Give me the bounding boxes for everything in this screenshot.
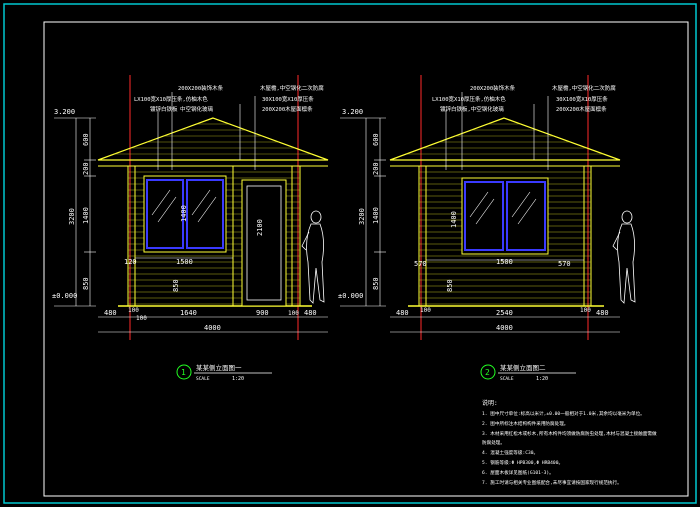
total-width: 4000 — [204, 324, 221, 332]
sill-right: 570 — [558, 260, 571, 268]
glass-hatch — [475, 198, 495, 225]
scale-label: SCALE — [500, 376, 514, 382]
scale-value: 1:20 — [536, 376, 548, 382]
glass-hatch — [517, 198, 537, 225]
total-width: 4000 — [496, 324, 513, 332]
level-top: 3.200 — [54, 108, 75, 116]
scale-label: SCALE — [196, 376, 210, 382]
door — [241, 179, 287, 307]
drawing-number: 2 — [485, 368, 490, 377]
vdim-850: 850 — [82, 277, 90, 290]
vdim-1400: 1400 — [372, 207, 380, 224]
hdim: 480 — [396, 309, 409, 317]
vdim-200: 200 — [372, 162, 380, 175]
window-glazing — [506, 181, 546, 251]
callout-right: 30X100宽X10厚压条 — [556, 95, 608, 103]
hdim: 100 — [128, 307, 139, 314]
window-glazing — [186, 179, 224, 249]
drawing-number-circle — [480, 364, 496, 380]
hdim: 480 — [596, 309, 609, 317]
note-item: 3. 木材采用红松木或杉木,所有木构件均须做防腐防虫处理,木材与混凝土接触面需做 — [482, 430, 657, 437]
roof — [389, 117, 621, 161]
window-frame — [461, 177, 549, 255]
hdim: 480 — [304, 309, 317, 317]
level-zero: ±0.000 — [52, 292, 77, 300]
sill-left: 120 — [124, 258, 137, 266]
hdim: 100 — [580, 307, 591, 314]
hdim: 900 — [256, 309, 269, 317]
glass-hatch — [191, 189, 211, 216]
callout-left: LX100宽X10厚压条,仿柚木色 — [134, 95, 208, 103]
note-item: 6. 屋面木板详见图纸(G101-3)。 — [482, 469, 554, 476]
window-width: 1500 — [176, 258, 193, 266]
hdim: 480 — [104, 309, 117, 317]
hdim: 2540 — [496, 309, 513, 317]
glass-hatch — [197, 196, 217, 223]
elevation-1: 2100 1400 1500 120 850 3.200 ±0.000 600 … — [52, 75, 329, 382]
design-notes: 说明: 1. 图中尺寸单位:标高以米计,±0.00一般相对于1.0米,其余均以毫… — [482, 399, 657, 486]
human-figure — [612, 210, 636, 304]
notes-heading: 说明: — [482, 399, 498, 407]
note-item: 5. 钢筋等级:Φ HPB300,Φ HRB400。 — [482, 459, 563, 466]
window-frame — [143, 175, 227, 253]
vdim-600: 600 — [372, 133, 380, 146]
roof — [97, 117, 329, 161]
drawing-title: 某某侧立面图一 — [196, 363, 242, 372]
drawing-number: 1 — [181, 368, 186, 377]
vdim-200: 200 — [82, 162, 90, 175]
roof-hatch — [406, 123, 604, 155]
callout-left: 镀锌白铁板 — [150, 105, 178, 113]
vdim-600: 600 — [82, 133, 90, 146]
callout-right: 200X200木屋面檩条 — [556, 105, 607, 113]
window-glazing — [464, 181, 504, 251]
glass-hatch — [157, 196, 177, 223]
drawing-title: 某某侧立面图二 — [500, 363, 546, 372]
hdim: 100 — [420, 307, 431, 314]
vdim-3200: 3200 — [358, 208, 366, 225]
callout-right: 30X100宽X10厚压条 — [262, 95, 314, 103]
window-glazing — [146, 179, 184, 249]
sill-height: 850 — [172, 279, 180, 292]
glass-hatch — [469, 191, 489, 218]
note-item: 1. 图中尺寸单位:标高以米计,±0.00一般相对于1.0米,其余均以毫米为单位… — [482, 410, 645, 417]
callout-left: LX100宽X10厚压条,仿柚木色 — [432, 95, 506, 103]
sill-left: 570 — [414, 260, 427, 268]
door-panel — [246, 185, 282, 301]
elevation-2: 1400 1500 570 570 850 3.200 ±0.000 600 2… — [338, 75, 636, 382]
window-height: 1400 — [180, 205, 188, 222]
vdim-850: 850 — [372, 277, 380, 290]
glass-hatch — [511, 191, 531, 218]
inner-frame — [43, 21, 689, 497]
hdim: 100 — [136, 315, 147, 322]
level-zero: ±0.000 — [338, 292, 363, 300]
note-item: 7. 施工时请与相关专业图纸配合,未尽事宜请按国家现行规范执行。 — [482, 479, 622, 486]
door-height: 2100 — [256, 219, 264, 236]
hdim: 100 — [288, 310, 299, 317]
callout-top: 木屋檐,中空钢化二次防腐 — [260, 84, 324, 92]
level-top: 3.200 — [342, 108, 363, 116]
callout-top: 200X200装饰木条 — [178, 84, 224, 92]
window-width: 1500 — [496, 258, 513, 266]
vdim-1400: 1400 — [82, 207, 90, 224]
callout-right: 200X200木屋面檩条 — [262, 105, 313, 113]
callout-top: 200X200装饰木条 — [470, 84, 516, 92]
scale-value: 1:20 — [232, 376, 244, 382]
outer-frame — [3, 3, 697, 504]
window-height: 1400 — [450, 211, 458, 228]
note-item: 2. 图中所标注木结构构件采用防腐处理。 — [482, 420, 568, 427]
human-figure — [301, 210, 325, 304]
callout-left: 中空钢化玻璃 — [180, 105, 214, 113]
vdim-3200: 3200 — [68, 208, 76, 225]
sill-height: 850 — [446, 279, 454, 292]
note-item: 防腐处理。 — [482, 439, 505, 446]
glass-hatch — [151, 189, 171, 216]
callout-top: 木屋檐,中空钢化二次防腐 — [552, 84, 616, 92]
drawing-number-circle — [176, 364, 192, 380]
callout-left: 镀锌白铁板,中空钢化玻璃 — [440, 105, 504, 113]
hdim: 1640 — [180, 309, 197, 317]
note-item: 4. 混凝土强度等级:C30。 — [482, 449, 538, 456]
roof-hatch — [114, 123, 312, 155]
